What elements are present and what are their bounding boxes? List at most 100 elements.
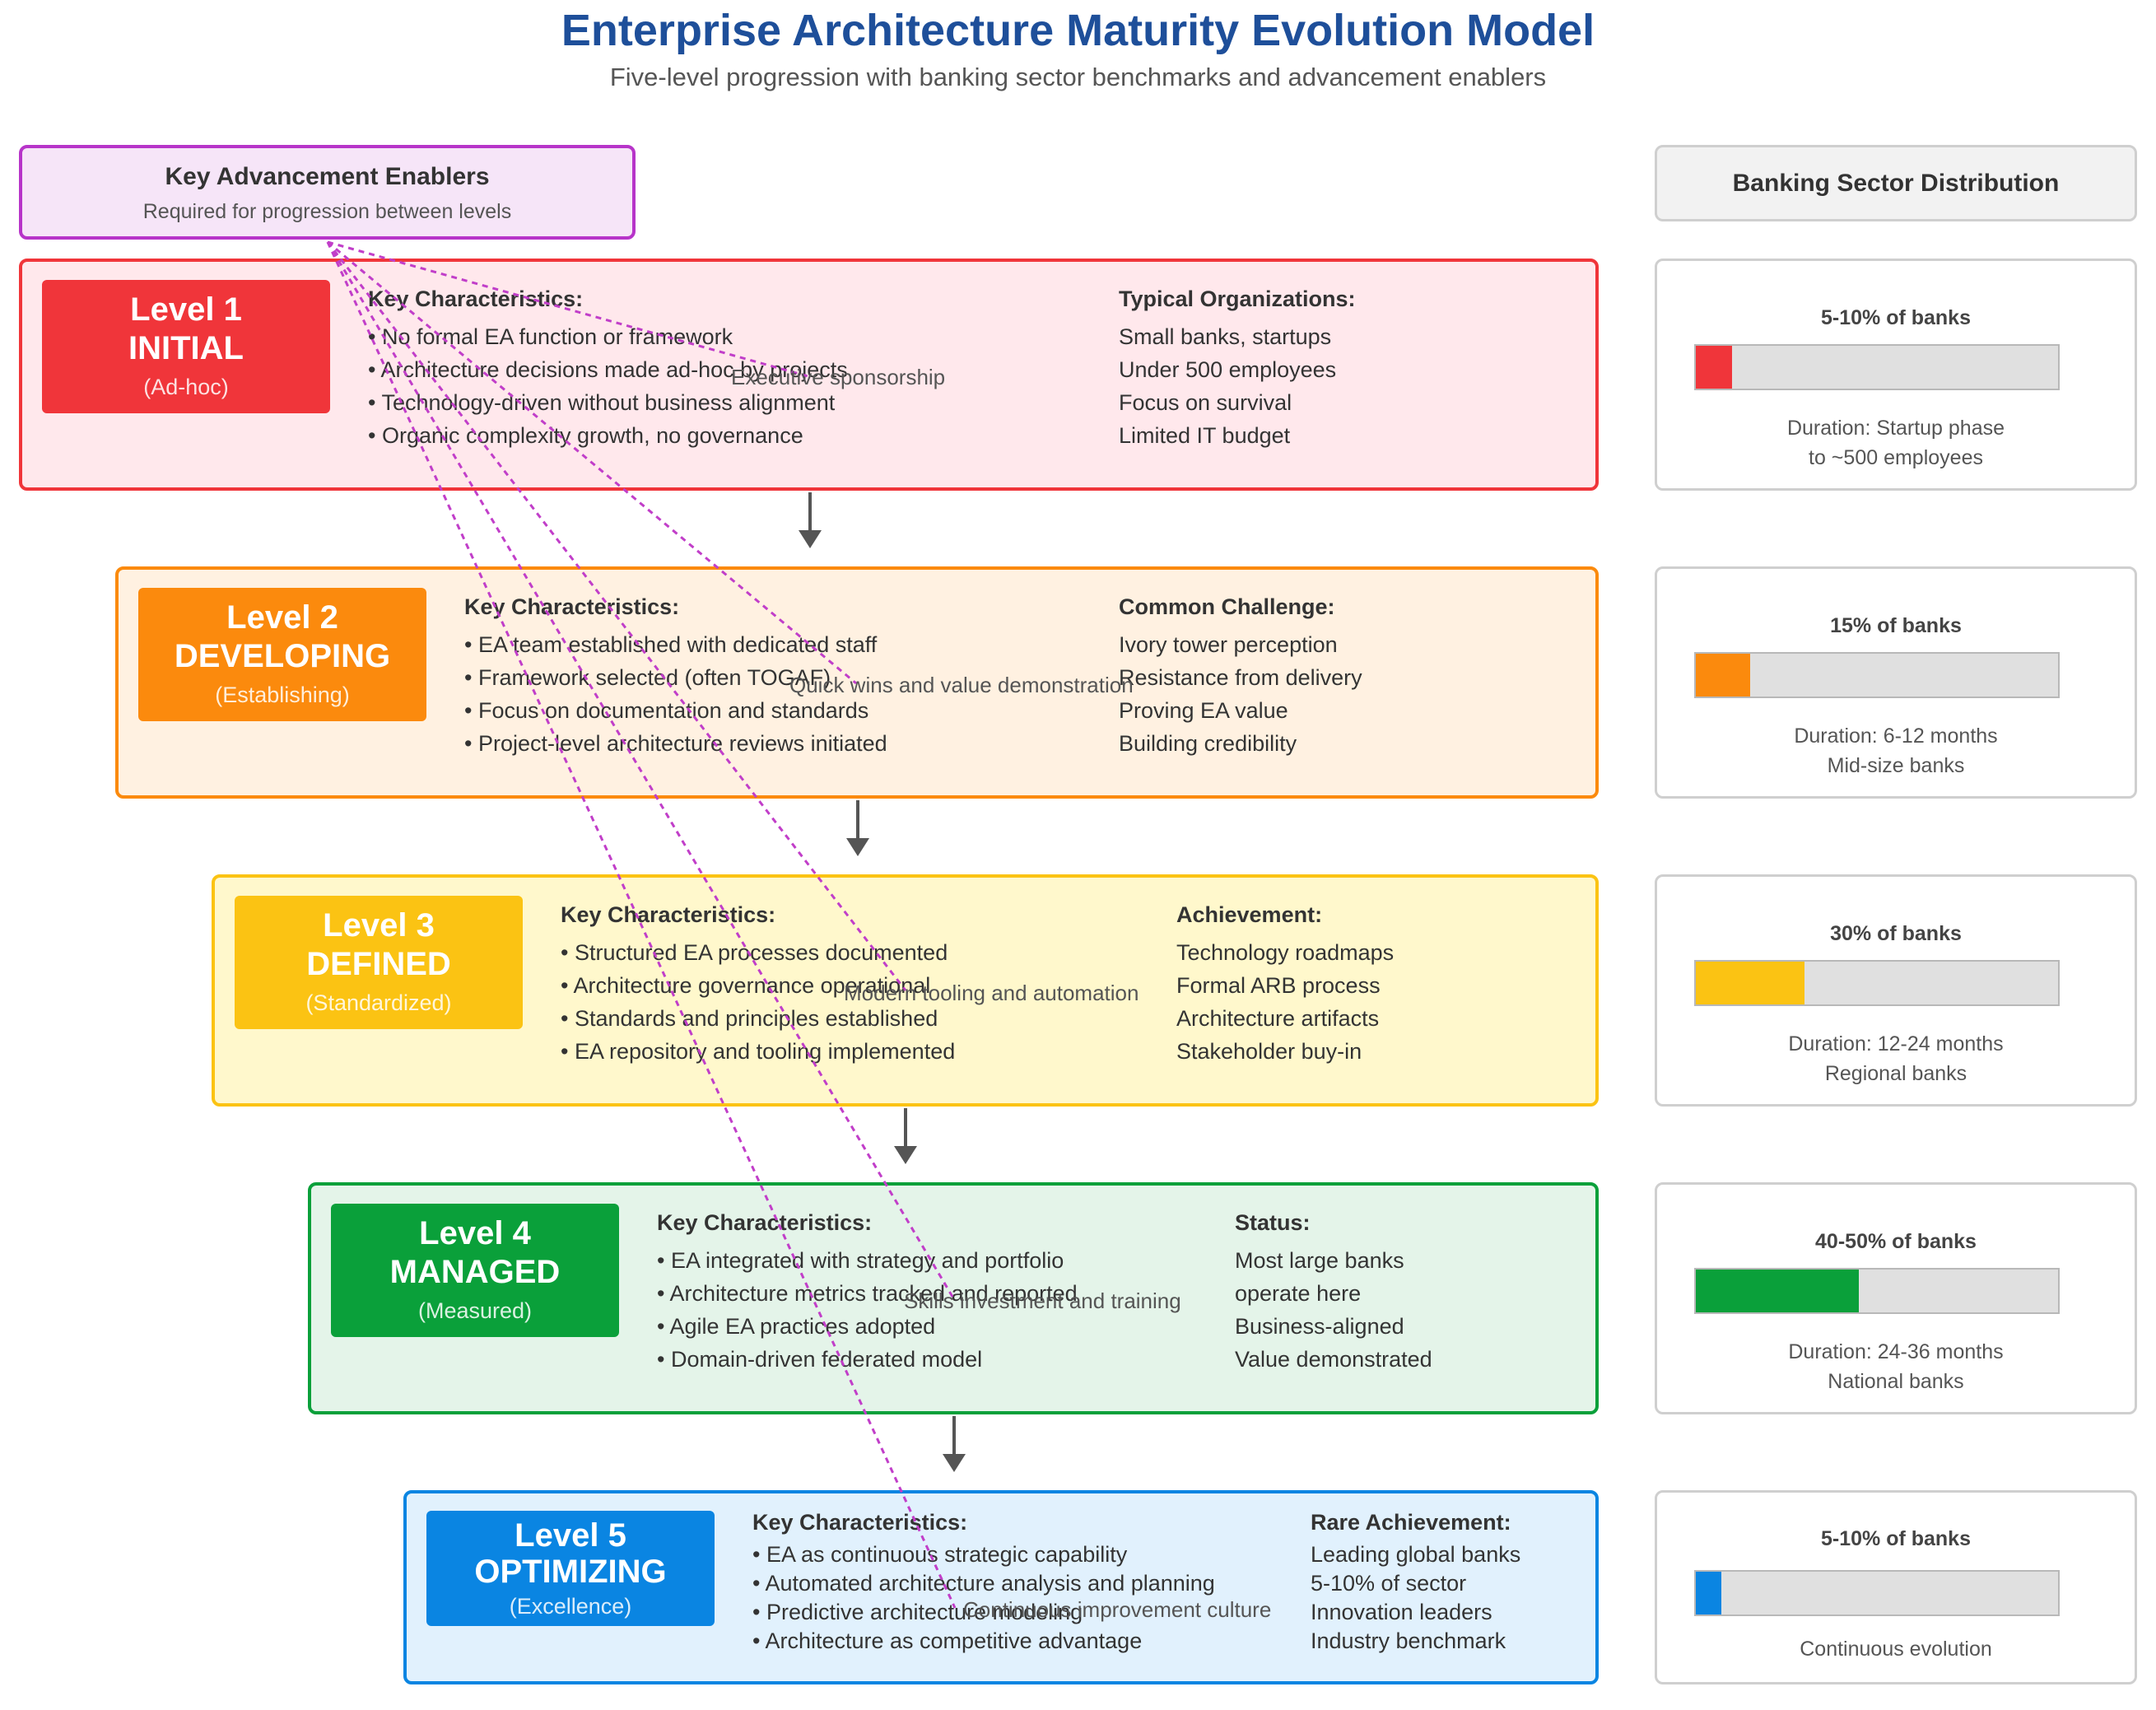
distribution-card-1: 5-10% of banks Duration: Startup phase t… — [1655, 259, 2137, 491]
distribution-bar-fill — [1696, 1572, 1721, 1614]
enabler-label-3: Modern tooling and automation — [844, 981, 1139, 1005]
duration-line: Duration: 6-12 months — [1794, 725, 1998, 748]
level-2-side: Common Challenge: Ivory tower perception… — [1119, 594, 1362, 760]
page-subtitle: Five-level progression with banking sect… — [609, 63, 1547, 91]
side-header: Rare Achievement: — [1311, 1510, 1511, 1535]
level-4-qualifier: (Measured) — [417, 1298, 533, 1323]
level-5-qualifier: (Excellence) — [509, 1594, 632, 1619]
side-header: Typical Organizations: — [1119, 287, 1356, 311]
distribution-bar — [1694, 344, 2060, 390]
characteristic-item: • Structured EA processes documented — [561, 940, 948, 965]
side-item: Value demonstrated — [1235, 1347, 1432, 1372]
distribution-duration: Duration: Startup phase to ~500 employee… — [1657, 413, 2135, 473]
side-header: Achievement: — [1176, 902, 1323, 927]
side-item: Leading global banks — [1311, 1542, 1521, 1567]
distribution-bar — [1694, 960, 2060, 1006]
level-3-name: Level 3 — [323, 907, 435, 944]
characteristic-item: • No formal EA function or framework — [368, 324, 733, 349]
side-item: Building credibility — [1119, 731, 1297, 756]
side-item: Under 500 employees — [1119, 357, 1337, 382]
duration-line: to ~500 employees — [1809, 446, 1983, 469]
side-item: Focus on survival — [1119, 390, 1292, 415]
side-item: Technology roadmaps — [1176, 940, 1395, 965]
distribution-bar-fill — [1696, 1270, 1859, 1312]
level-5-characteristics: Key Characteristics: • EA as continuous … — [752, 1510, 1215, 1656]
characteristic-item: • EA repository and tooling implemented — [561, 1039, 956, 1064]
enablers-box: Key Advancement Enablers Required for pr… — [19, 145, 636, 240]
enablers-subtitle: Required for progression between levels — [142, 200, 512, 223]
characteristic-item: • Project-level architecture reviews ini… — [464, 731, 887, 756]
distribution-percentage: 30% of banks — [1830, 922, 1962, 945]
enabler-label-1: Executive sponsorship — [731, 365, 946, 389]
characteristics-header: Key Characteristics: — [464, 594, 680, 619]
distribution-bar — [1694, 1268, 2060, 1314]
distribution-bar — [1694, 1570, 2060, 1616]
level-4-side: Status: Most large banks operate here Bu… — [1235, 1210, 1432, 1376]
page-title: Enterprise Architecture Maturity Evoluti… — [561, 6, 1595, 55]
characteristic-item: • Domain-driven federated model — [657, 1347, 983, 1372]
side-item: Industry benchmark — [1311, 1628, 1506, 1653]
side-item: Ivory tower perception — [1119, 632, 1338, 657]
side-item: Business-aligned — [1235, 1314, 1404, 1339]
level-1-qualifier: (Ad-hoc) — [143, 375, 229, 399]
enabler-label-4: Skills investment and training — [904, 1288, 1181, 1313]
level-3-stage: DEFINED — [306, 946, 451, 982]
level-2-qualifier: (Establishing) — [215, 683, 350, 707]
characteristic-item: • Architecture as competitive advantage — [752, 1628, 1143, 1653]
progression-arrow-3-4 — [894, 1108, 917, 1164]
characteristic-item: • Automated architecture analysis and pl… — [752, 1571, 1215, 1596]
characteristic-item: • Organic complexity growth, no governan… — [368, 423, 803, 448]
distribution-percentage: 15% of banks — [1830, 614, 1962, 637]
distribution-percentage: 5-10% of banks — [1820, 1527, 1971, 1550]
side-item: Limited IT budget — [1119, 423, 1291, 448]
level-4-badge: Level 4 MANAGED (Measured) — [331, 1204, 619, 1337]
characteristic-item: • Focus on documentation and standards — [464, 698, 869, 723]
level-2-badge: Level 2 DEVELOPING (Establishing) — [138, 588, 426, 721]
side-item: operate here — [1235, 1281, 1362, 1306]
side-item: Architecture artifacts — [1176, 1006, 1380, 1031]
level-1-stage: INITIAL — [128, 330, 244, 366]
distribution-duration: Continuous evolution — [1657, 1634, 2135, 1664]
duration-line: Continuous evolution — [1800, 1638, 1992, 1661]
level-3-side: Achievement: Technology roadmaps Formal … — [1176, 902, 1394, 1068]
level-5-box: Level 5 OPTIMIZING (Excellence) Key Char… — [403, 1490, 1599, 1684]
level-5-name: Level 5 — [515, 1517, 626, 1554]
duration-line: Duration: 12-24 months — [1788, 1032, 2004, 1055]
distribution-card-2: 15% of banks Duration: 6-12 months Mid-s… — [1655, 566, 2137, 799]
duration-line: Duration: Startup phase — [1786, 417, 2005, 440]
distribution-percentage: 40-50% of banks — [1815, 1230, 1977, 1253]
level-1-side: Typical Organizations: Small banks, star… — [1119, 287, 1356, 452]
side-item: 5-10% of sector — [1311, 1571, 1467, 1596]
progression-arrow-2-3 — [846, 800, 869, 856]
characteristic-item: • EA team established with dedicated sta… — [464, 632, 878, 657]
characteristics-header: Key Characteristics: — [657, 1210, 873, 1235]
side-header: Common Challenge: — [1119, 594, 1335, 619]
duration-line: Regional banks — [1824, 1062, 1967, 1085]
enabler-label-5: Continuous improvement culture — [963, 1597, 1272, 1622]
distribution-bar-fill — [1696, 346, 1732, 389]
level-4-name: Level 4 — [419, 1215, 531, 1251]
duration-line: Duration: 24-36 months — [1788, 1340, 2004, 1363]
distribution-bar-fill — [1696, 962, 1804, 1004]
side-item: Innovation leaders — [1311, 1600, 1492, 1624]
level-2-stage: DEVELOPING — [174, 638, 391, 674]
level-2-name: Level 2 — [226, 599, 338, 636]
distribution-duration: Duration: 6-12 months Mid-size banks — [1657, 721, 2135, 780]
progression-arrow-4-5 — [943, 1416, 966, 1472]
characteristics-header: Key Characteristics: — [368, 287, 584, 311]
duration-line: Mid-size banks — [1827, 754, 1965, 777]
side-item: Most large banks — [1235, 1248, 1404, 1273]
level-5-stage: OPTIMIZING — [474, 1554, 667, 1590]
side-item: Stakeholder buy-in — [1176, 1039, 1362, 1064]
distribution-card-5: 5-10% of banks Continuous evolution — [1655, 1490, 2137, 1684]
side-item: Formal ARB process — [1176, 973, 1381, 998]
characteristic-item: • Technology-driven without business ali… — [368, 390, 836, 415]
side-item: Resistance from delivery — [1119, 665, 1362, 690]
progression-arrow-1-2 — [799, 492, 822, 548]
characteristic-item: • Agile EA practices adopted — [657, 1314, 936, 1339]
duration-line: National banks — [1828, 1370, 1964, 1393]
enablers-title: Key Advancement Enablers — [165, 163, 490, 190]
characteristic-item: • Standards and principles established — [561, 1006, 938, 1031]
distribution-bar — [1694, 652, 2060, 698]
